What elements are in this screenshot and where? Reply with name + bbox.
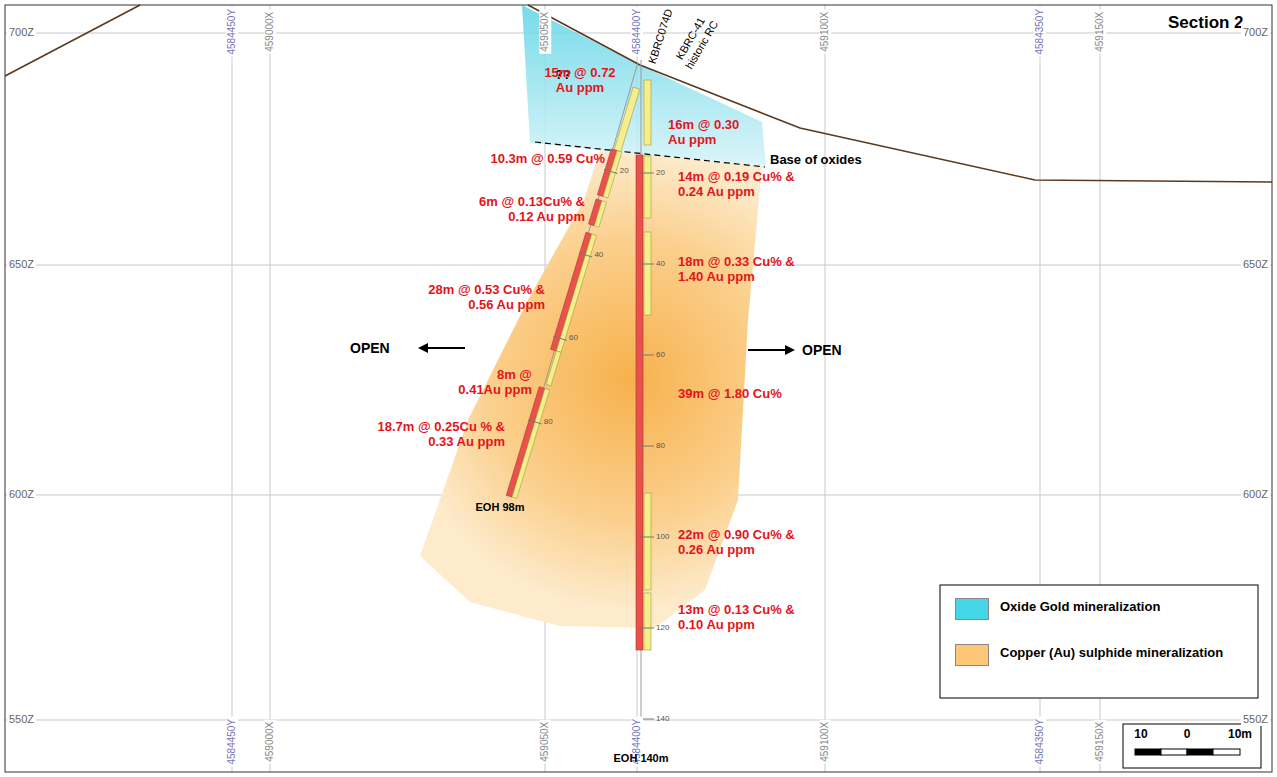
elevation-label: 550Z [1241, 713, 1270, 726]
intercept-label: 8m @ 0.41Au ppm [452, 368, 532, 398]
depth-tick: 60 [569, 333, 578, 342]
depth-tick: 120 [656, 623, 669, 632]
intercept-label: 16m @ 0.30 Au ppm [668, 118, 750, 148]
elevation-label: 650Z [7, 258, 36, 271]
intercept-label: 39m @ 1.80 Cu% [678, 387, 782, 402]
grid-coordinate: 459150X [1094, 10, 1106, 54]
elevation-label: 600Z [7, 488, 36, 501]
grid-coordinate: 459100X [819, 10, 831, 54]
elevation-label: 700Z [7, 26, 36, 39]
scale-label: 0 [1184, 728, 1191, 742]
hole-name: KBRC074D [645, 7, 675, 65]
open-arrow [420, 347, 465, 349]
elevation-label: 700Z [1241, 26, 1270, 39]
end-of-hole-label: EOH 140m [613, 752, 668, 765]
elevation-label: 550Z [7, 713, 36, 726]
legend-box [940, 585, 1258, 698]
hole-name: KBRC-41 historic RC [669, 8, 723, 76]
intercept-label: 13m @ 0.13 Cu% & 0.10 Au ppm [678, 603, 813, 633]
grid-coordinate: 459000X [264, 720, 276, 764]
boundary-label: Base of oxides [770, 153, 862, 168]
grid-coordinate: 4584350Y [1034, 7, 1046, 57]
intercept-label: 22m @ 0.90 Cu% & 0.26 Au ppm [678, 528, 813, 558]
depth-tick: 140 [656, 714, 669, 723]
open-label: OPEN [350, 340, 390, 356]
elevation-label: 600Z [1241, 488, 1270, 501]
depth-tick: 40 [594, 250, 603, 259]
oxide-zone [522, 5, 766, 166]
grid-coordinate: 459150X [1094, 720, 1106, 764]
depth-tick: 60 [656, 350, 665, 359]
intercept-label: 6m @ 0.13Cu% & 0.12 Au ppm [467, 195, 585, 225]
end-of-hole-label: EOH 98m [476, 501, 525, 514]
scale-box [1123, 724, 1261, 768]
intercept-label: 18m @ 0.33 Cu% & 1.40 Au ppm [678, 255, 813, 285]
grid-coordinate: 4584400Y [631, 7, 643, 57]
elevation-label: 650Z [1241, 258, 1270, 271]
grid-coordinate: 459100X [819, 720, 831, 764]
open-arrow [748, 349, 793, 351]
open-label: OPEN [802, 342, 842, 358]
grid-coordinate: 4584450Y [226, 717, 238, 767]
drill-hole-inclined [506, 62, 640, 499]
depth-tick: 20 [656, 168, 665, 177]
grid-coordinate: 459000X [264, 10, 276, 54]
topography [5, 5, 140, 76]
grid-coordinate: 4584350Y [1034, 717, 1046, 767]
grid-coordinate: 4584450Y [226, 7, 238, 57]
scale-label: 10 [1134, 728, 1147, 742]
drill-hole-vertical [636, 60, 651, 720]
legend-swatch [955, 598, 989, 620]
depth-tick: 40 [656, 259, 665, 268]
scale-bar [1135, 749, 1240, 755]
section-title: Section 2 [1168, 13, 1244, 33]
grid-coordinate: 459050X [539, 720, 551, 764]
scale-label: 10m [1228, 728, 1252, 742]
intercept-label: 14m @ 0.19 Cu% & 0.24 Au ppm [678, 170, 813, 200]
frame [5, 5, 1272, 772]
depth-tick: 80 [544, 417, 553, 426]
legend-text: Oxide Gold mineralization [1000, 600, 1160, 615]
intercept-label: 18.7m @ 0.25Cu % & 0.33 Au ppm [375, 420, 505, 450]
grid-coordinate: 459050X [539, 10, 551, 54]
depth-tick: 20 [620, 166, 629, 175]
legend-swatch [955, 644, 989, 666]
depth-ticks [528, 169, 654, 719]
legend-text: Copper (Au) sulphide mineralization [1000, 646, 1223, 661]
grid-lines [5, 5, 1272, 772]
depth-tick: 80 [656, 441, 665, 450]
intercept-label: 10.3m @ 0.59 Cu% [490, 152, 605, 167]
intercept-label: 15m @ 0.72 Au ppm [539, 66, 621, 96]
intercept-label: 28m @ 0.53 Cu% & 0.56 Au ppm [410, 283, 545, 313]
depth-tick: 100 [656, 532, 669, 541]
